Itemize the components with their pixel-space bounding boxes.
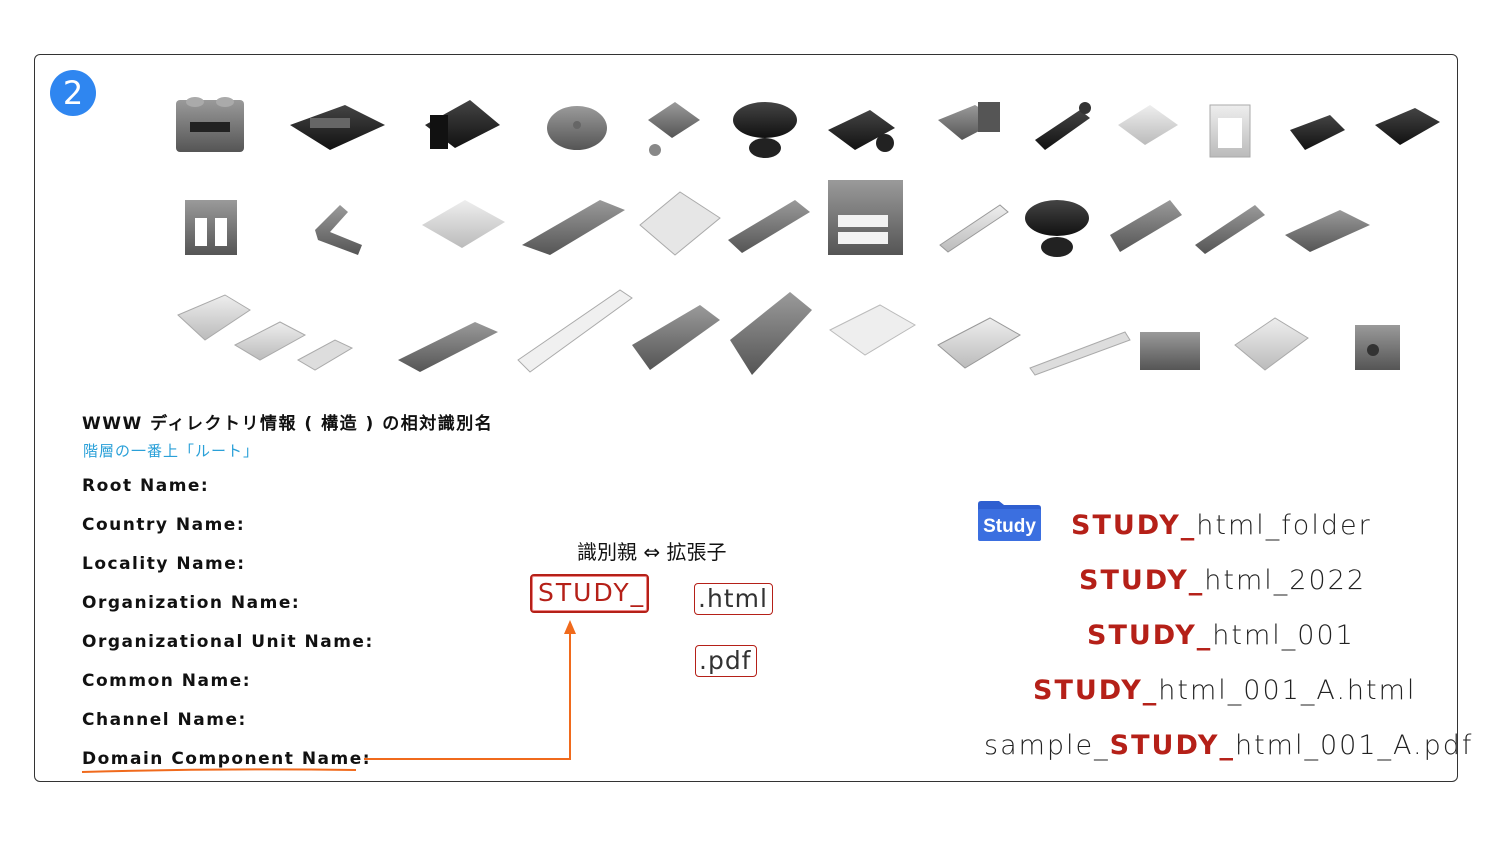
field-organization-name: Organization Name:: [82, 593, 301, 613]
brick-11: [1209, 104, 1251, 158]
page-title: WWW ディレクトリ情報 ( 構造 ) の相対識別名: [82, 414, 494, 434]
filename-2: STUDY_html_2022: [1079, 565, 1367, 596]
field-channel-name: Channel Name:: [82, 710, 247, 730]
filename-1: STUDY_html_folder: [1071, 510, 1372, 541]
brick-24: [1195, 205, 1265, 254]
brick-36: [1355, 325, 1400, 370]
brick-20: [828, 180, 903, 255]
brick-16: [422, 200, 505, 248]
extension-pdf-box: .pdf: [695, 645, 757, 677]
extension-caption: 識別親 ⇔ 拡張子: [577, 540, 727, 564]
filename-5: sample_STUDY_html_001_A.pdf: [984, 730, 1474, 761]
brick-32: [937, 317, 1021, 369]
brick-1: [176, 97, 244, 152]
step-badge: 2: [50, 70, 96, 116]
field-root-name: Root Name:: [82, 476, 210, 496]
field-domain-component-name: Domain Component Name:: [82, 749, 372, 769]
filename-3: STUDY_html_001: [1087, 620, 1355, 651]
brick-27: [398, 322, 498, 372]
brick-28: [517, 289, 633, 373]
brick-33: [1029, 331, 1131, 376]
brick-30: [730, 292, 812, 375]
field-organizational-unit-name: Organizational Unit Name:: [82, 632, 374, 652]
brick-13: [1375, 108, 1440, 145]
brick-10: [1118, 105, 1178, 145]
brick-9: [1035, 102, 1091, 150]
brick-4: [547, 106, 607, 150]
brick-23: [1110, 200, 1182, 252]
content-frame: [34, 54, 1458, 782]
field-country-name: Country Name:: [82, 515, 246, 535]
brick-17: [522, 200, 625, 255]
brick-12: [1290, 115, 1345, 150]
brick-29: [632, 305, 720, 370]
brick-8: [938, 102, 1000, 140]
brick-7: [828, 110, 895, 152]
brick-25: [1285, 210, 1370, 252]
brick-26: [177, 294, 354, 371]
brick-21: [939, 204, 1009, 253]
brick-6: [733, 102, 797, 158]
brick-illustrations: [176, 97, 1440, 376]
brick-5: [648, 102, 700, 156]
field-locality-name: Locality Name:: [82, 554, 246, 574]
brick-2: [290, 105, 385, 150]
folder-icon: Study: [978, 501, 1041, 541]
brick-14: [185, 200, 237, 255]
page-subtitle: 階層の一番上「ルート」: [83, 442, 260, 460]
filename-4: STUDY_html_001_A.html: [1033, 675, 1417, 706]
brick-3: [425, 100, 500, 149]
brick-22: [1025, 200, 1089, 257]
brick-34: [1140, 332, 1200, 370]
field-common-name: Common Name:: [82, 671, 252, 691]
brick-18: [639, 191, 721, 256]
brick-19: [728, 200, 810, 253]
brick-35: [1234, 317, 1309, 371]
brick-31: [829, 304, 916, 356]
brick-15: [315, 205, 362, 255]
extension-html-box: .html: [694, 583, 773, 615]
identifier-box: STUDY_: [530, 574, 649, 613]
folder-icon-label: Study: [983, 516, 1036, 537]
